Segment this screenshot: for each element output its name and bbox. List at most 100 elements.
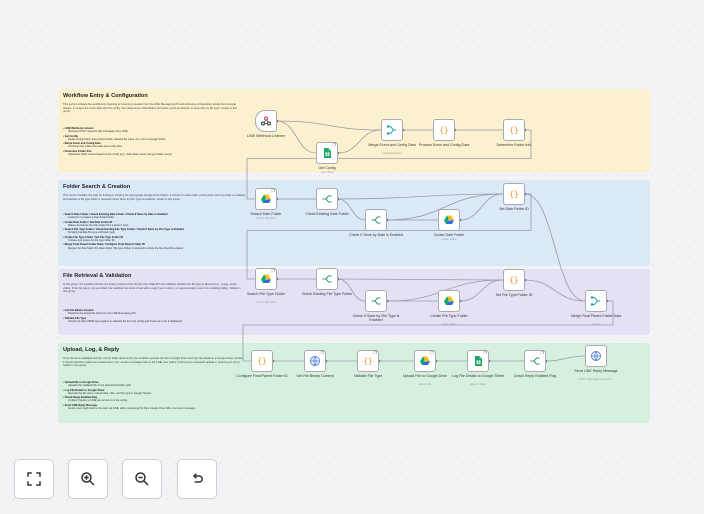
connection-settype-mergefinal[interactable] xyxy=(524,279,586,302)
connection-webhook-getconfig[interactable] xyxy=(276,120,317,154)
node-setdate[interactable]: {} xyxy=(503,183,525,205)
if-icon xyxy=(322,275,332,283)
globe-icon xyxy=(310,356,320,366)
section-title: Folder Search & Creation xyxy=(63,184,131,190)
node-storedate[interactable] xyxy=(365,209,387,231)
node-label: LINE Webhook Listener xyxy=(247,134,285,138)
connection-checktype-settype[interactable] xyxy=(337,278,504,281)
connection-checkreply-sendreply[interactable] xyxy=(545,355,586,362)
reset-zoom-button[interactable] xyxy=(177,459,217,499)
section-title: File Retrieval & Validation xyxy=(63,273,132,279)
node-subtitle: read: sheet xyxy=(320,171,334,174)
section-node-name: Send LINE Reply Message xyxy=(63,404,253,407)
connection-checkdate-setdate[interactable] xyxy=(337,193,504,200)
merge-icon xyxy=(386,125,396,135)
node-merge1[interactable] xyxy=(381,119,403,141)
section-node-name: Create Date Folder / Set Date Folder ID xyxy=(63,221,253,224)
node-searchdate[interactable]: ❐ xyxy=(255,188,277,210)
fit-view-button[interactable] xyxy=(14,459,54,499)
connection-createtype-settype[interactable] xyxy=(459,279,504,302)
connection-mergefinal-configfinal[interactable] xyxy=(242,300,614,362)
connection-createdate-setdate[interactable] xyxy=(459,193,504,221)
connection-determine-searchdate[interactable] xyxy=(246,129,532,200)
zoom-out-button[interactable] xyxy=(122,459,162,499)
node-log[interactable]: ❐ xyxy=(467,350,489,372)
node-upload[interactable]: ❐ xyxy=(414,350,436,372)
section-node-text: Merges the final folder IDs (date folder… xyxy=(68,246,184,250)
connection-getconfig-merge1[interactable] xyxy=(337,129,382,154)
node-label: Log File Details to Google Sheet xyxy=(452,374,504,378)
google-drive-icon xyxy=(420,356,430,365)
node-checkdate[interactable] xyxy=(316,188,338,210)
node-label: Get Config xyxy=(318,166,336,170)
google-drive-icon xyxy=(444,215,454,224)
connection-checktype-storetype[interactable] xyxy=(337,278,366,302)
node-label: Check Reply Enabled Flag xyxy=(513,374,557,378)
section-node-list-item: Merge Final Parent Folder Data / Configu… xyxy=(63,243,253,250)
section-node-text: Looks for or creates a date-based folder… xyxy=(68,216,115,220)
node-label: Check If Store by Date is Enabled xyxy=(349,233,403,237)
section-node-list-item: Create Date Folder / Set Date Folder IDM… xyxy=(63,221,253,228)
node-subtitle: search: fileFolder xyxy=(256,217,276,220)
node-label: Create File Type Folder xyxy=(430,314,468,318)
if-icon xyxy=(530,357,540,365)
node-checktype[interactable] xyxy=(316,268,338,290)
zoom-in-button[interactable] xyxy=(68,459,108,499)
node-createdate[interactable] xyxy=(438,209,460,231)
connection-setdate-searchtype[interactable] xyxy=(246,193,532,280)
node-determine[interactable]: {} xyxy=(503,119,525,141)
section-node-name: Search File Type Folder / Check Existing… xyxy=(63,228,253,231)
connection-checkdate-storedate[interactable] xyxy=(337,198,366,221)
node-checkreply[interactable]: ❐ xyxy=(524,350,546,372)
connection-setdate-mergefinal[interactable] xyxy=(524,193,586,302)
undo-icon xyxy=(192,473,203,483)
section-title: Workflow Entry & Configuration xyxy=(63,93,148,99)
node-sendreply[interactable] xyxy=(585,345,607,367)
connection-webhook-merge1[interactable] xyxy=(276,120,382,131)
section-node-name: Merge Final Parent Folder Data / Configu… xyxy=(63,243,253,246)
section-node-text: Calculates folder names based on the con… xyxy=(68,153,173,157)
section-node-list-item: Create File Type Folder / Set File Type … xyxy=(63,236,253,243)
section-description: Once the file is validated and the corre… xyxy=(63,357,244,368)
node-getbinary[interactable]: ❐ xyxy=(304,350,326,372)
node-storetype[interactable] xyxy=(365,290,387,312)
connection-storedate-setdate[interactable] xyxy=(386,193,504,221)
node-mergefinal[interactable] xyxy=(585,290,607,312)
node-label: Search Date Folder xyxy=(250,212,282,216)
node-process[interactable]: {} xyxy=(433,119,455,141)
svg-text:{}: {} xyxy=(509,190,518,199)
node-label: Merge Event and Config Data xyxy=(368,143,416,147)
section-node-text: Retrieves the actual file data from the … xyxy=(68,312,137,316)
node-validate[interactable]: {}❐ xyxy=(357,350,379,372)
node-label: Get File Binary Content xyxy=(296,374,334,378)
section-node-text: Similarly handles file type subfolder lo… xyxy=(68,231,116,235)
node-configfinal[interactable]: {} xyxy=(251,350,273,372)
section-description: This section initiates the workflow by l… xyxy=(63,103,237,114)
globe-icon xyxy=(591,351,601,361)
node-settype[interactable]: {} xyxy=(503,269,525,291)
node-getconfig[interactable]: ❐ xyxy=(316,142,338,164)
section-node-text: Records the file name, upload date, URL,… xyxy=(68,391,152,395)
node-subtitle: mergeByPosition xyxy=(382,152,402,155)
zoom-out-icon xyxy=(135,472,149,486)
merge-icon xyxy=(590,296,600,306)
section-node-text: Creates and stores the file type folder … xyxy=(68,239,116,243)
svg-text:{}: {} xyxy=(439,126,448,135)
section-node-name: Get Config xyxy=(63,135,253,138)
section-node-text: Checks the file's MIME type against an a… xyxy=(68,319,183,323)
node-subtitle: create: folder xyxy=(441,323,457,326)
svg-text:{}: {} xyxy=(363,357,372,366)
node-label: Process Event and Config Data xyxy=(418,143,470,147)
node-webhook[interactable] xyxy=(255,110,277,132)
node-label: Search File Type Folder xyxy=(246,292,286,296)
node-searchtype[interactable]: ❐ xyxy=(255,268,277,290)
pin-icon: ❐ xyxy=(540,350,544,355)
node-label: Configure Final Parent Folder ID xyxy=(236,374,288,378)
node-createtype[interactable] xyxy=(438,290,460,312)
